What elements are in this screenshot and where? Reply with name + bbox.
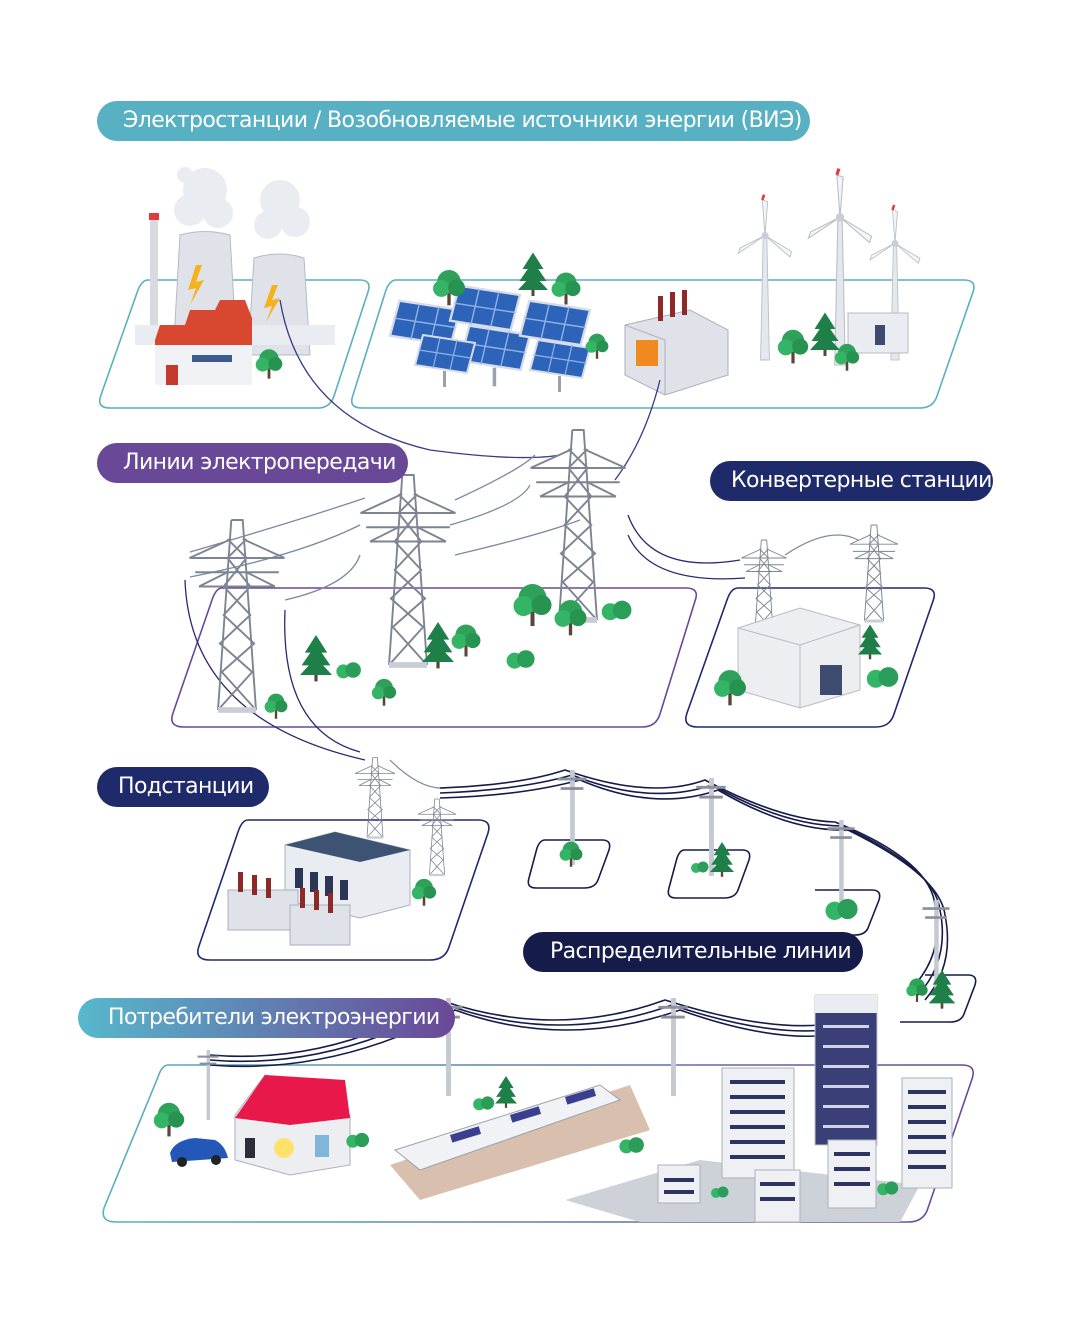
label-transmission-text: Линии электропередачи xyxy=(123,450,396,475)
house xyxy=(170,1074,351,1176)
platform-consumers xyxy=(102,1064,975,1223)
label-generation-text: Электростанции / Возобновляемые источник… xyxy=(123,108,802,133)
distribution-islands xyxy=(527,839,977,1023)
label-distribution: Распределительные линии xyxy=(523,932,863,972)
label-consumers-text: Потребители электроэнергии xyxy=(108,1005,440,1030)
platform-substations xyxy=(197,819,490,961)
substation-building xyxy=(227,831,411,946)
label-distribution-text: Распределительные линии xyxy=(550,939,852,964)
power-lines xyxy=(184,299,949,1068)
label-substations: Подстанции xyxy=(97,767,269,807)
city xyxy=(565,994,953,1223)
label-transmission: Линии электропередачи xyxy=(97,443,408,483)
label-converter: Конвертерные станции xyxy=(710,461,993,501)
label-generation: Электростанции / Возобновляемые источник… xyxy=(97,101,810,141)
platform-renewables xyxy=(350,279,975,409)
train xyxy=(390,1084,650,1200)
transformer xyxy=(624,290,729,396)
platform-transmission xyxy=(171,587,698,728)
label-converter-text: Конвертерные станции xyxy=(731,468,992,493)
label-substations-text: Подстанции xyxy=(118,774,254,799)
solar-farm xyxy=(388,284,592,393)
platform-power-plants xyxy=(98,279,370,409)
converter-building xyxy=(737,607,861,709)
platform-converter xyxy=(685,587,936,728)
platforms xyxy=(98,279,977,1223)
label-consumers: Потребители электроэнергии xyxy=(78,998,455,1038)
thermal-power-plant xyxy=(135,167,335,385)
